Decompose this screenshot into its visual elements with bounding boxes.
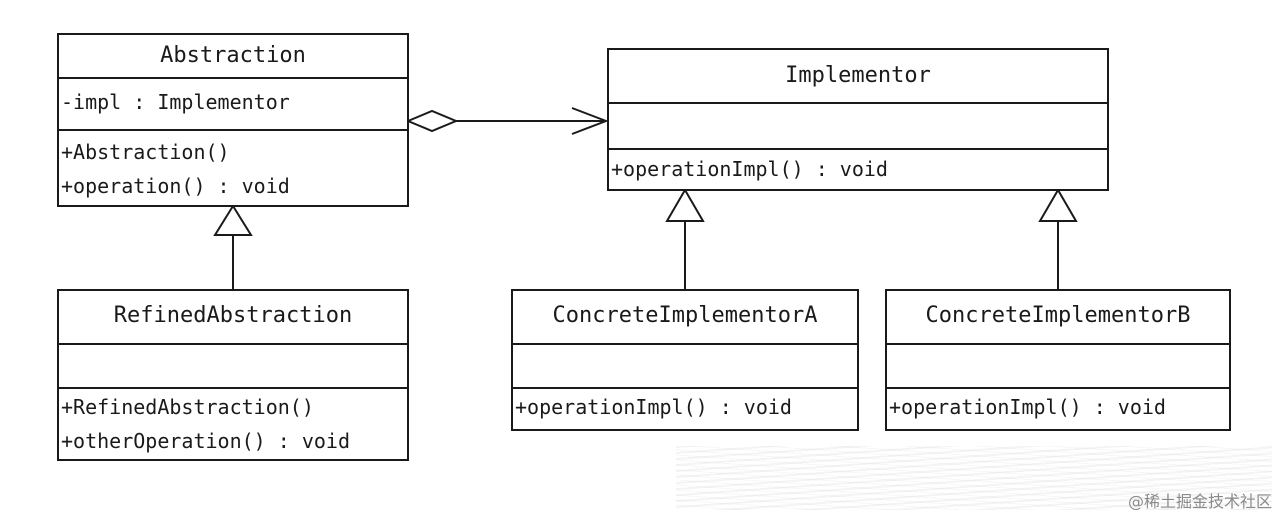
operation: +operationImpl() : void	[889, 395, 1166, 419]
class-name: ConcreteImplementorA	[552, 303, 818, 328]
class-name: Implementor	[785, 63, 931, 88]
generalization-triangle	[213, 204, 253, 236]
operation: +operationImpl() : void	[515, 395, 792, 419]
attributes-compartment: -impl : Implementor	[59, 77, 407, 129]
attributes-compartment	[887, 343, 1229, 387]
aggregation-diamond	[405, 109, 459, 133]
class-concrete-implementor-b: ConcreteImplementorB +operationImpl() : …	[885, 289, 1231, 431]
watermark: @稀土掘金技术社区	[1127, 492, 1272, 511]
generalization-refined-abstraction	[213, 204, 253, 290]
generalization-concrete-b	[1038, 188, 1078, 290]
class-name: ConcreteImplementorB	[925, 303, 1191, 328]
class-name: RefinedAbstraction	[113, 303, 353, 328]
generalization-triangle	[1038, 188, 1078, 222]
operations-compartment: +operationImpl() : void	[609, 148, 1107, 186]
generalization-triangle	[665, 188, 705, 222]
operation: +operation() : void	[61, 174, 290, 198]
operation: +RefinedAbstraction()	[61, 395, 314, 419]
operations-compartment: +RefinedAbstraction() +otherOperation() …	[59, 387, 407, 458]
attribute: -impl : Implementor	[61, 90, 290, 114]
class-implementor: Implementor +operationImpl() : void	[607, 48, 1109, 191]
generalization-concrete-a	[665, 188, 705, 290]
operations-compartment: +operationImpl() : void	[887, 387, 1229, 424]
aggregation-abstraction-implementor	[405, 107, 609, 135]
attributes-compartment	[59, 343, 407, 387]
operation: +operationImpl() : void	[611, 157, 888, 181]
class-concrete-implementor-a: ConcreteImplementorA +operationImpl() : …	[511, 289, 859, 431]
class-name: Abstraction	[160, 43, 306, 68]
class-abstraction: Abstraction -impl : Implementor +Abstrac…	[57, 33, 409, 207]
aggregation-arrowhead	[571, 107, 609, 135]
operation: +Abstraction()	[61, 140, 230, 164]
attributes-compartment	[513, 343, 857, 387]
class-refined-abstraction: RefinedAbstraction +RefinedAbstraction()…	[57, 289, 409, 461]
operations-compartment: +operationImpl() : void	[513, 387, 857, 424]
operations-compartment: +Abstraction() +operation() : void	[59, 129, 407, 203]
operation: +otherOperation() : void	[61, 429, 350, 453]
attributes-compartment	[609, 102, 1107, 148]
